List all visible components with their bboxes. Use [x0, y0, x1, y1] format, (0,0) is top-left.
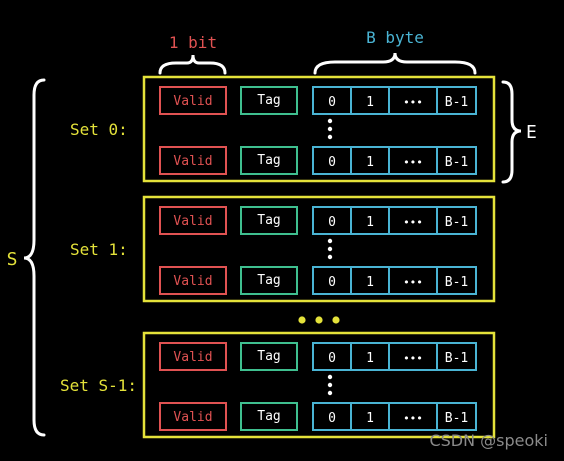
- tag-label: Tag: [257, 153, 280, 168]
- tag-box: [240, 146, 298, 175]
- set-box: [142, 75, 496, 183]
- bit-label: 1 bit: [169, 33, 217, 52]
- more-lines-ellipsis: [327, 118, 333, 140]
- s-brace: [23, 78, 46, 437]
- block-byte-cell: [436, 206, 477, 235]
- block-byte-label: •••: [403, 276, 423, 289]
- set-box: [142, 195, 496, 303]
- byte-label: B byte: [366, 28, 424, 47]
- tag-box: [240, 342, 298, 371]
- e-brace: [501, 80, 522, 184]
- block-byte-label: 1: [366, 351, 374, 366]
- tag-label: Tag: [257, 93, 280, 108]
- cache-line: Valid Tag 0 1 ••• B-1: [159, 146, 477, 175]
- block-byte-cell: [436, 342, 477, 371]
- block-byte-label: B-1: [445, 351, 468, 366]
- block-byte-label: 0: [328, 275, 336, 290]
- valid-label: Valid: [173, 350, 212, 365]
- block-byte-label: B-1: [445, 95, 468, 110]
- set-label: Set S-1:: [60, 376, 137, 395]
- more-lines-ellipsis: [327, 374, 333, 396]
- set-box: [142, 331, 496, 439]
- block-byte-label: 0: [328, 215, 336, 230]
- valid-box: [159, 146, 227, 175]
- block-byte-label: •••: [403, 352, 423, 365]
- block-byte-label: •••: [403, 96, 423, 109]
- block-byte-cell: [436, 146, 477, 175]
- block-byte-label: •••: [403, 412, 423, 425]
- cache-line: Valid Tag 0 1 ••• B-1: [159, 402, 477, 431]
- tag-label: Tag: [257, 349, 280, 364]
- tag-label: Tag: [257, 273, 280, 288]
- tag-box: [240, 206, 298, 235]
- block-byte-label: B-1: [445, 411, 468, 426]
- block-byte-label: 1: [366, 411, 374, 426]
- block-byte-label: B-1: [445, 275, 468, 290]
- tag-box: [240, 266, 298, 295]
- tag-label: Tag: [257, 409, 280, 424]
- block-byte-label: B-1: [445, 155, 468, 170]
- block-byte-label: •••: [403, 156, 423, 169]
- more-lines-ellipsis: [327, 238, 333, 260]
- byte-brace: [313, 52, 477, 75]
- block-byte-label: B-1: [445, 215, 468, 230]
- valid-box: [159, 86, 227, 115]
- block-byte-label: 1: [366, 95, 374, 110]
- block-byte-cell: [436, 266, 477, 295]
- block-byte-label: 1: [366, 215, 374, 230]
- s-label: S: [7, 249, 18, 270]
- block-byte-cell: [436, 402, 477, 431]
- valid-box: [159, 402, 227, 431]
- set-label: Set 1:: [70, 240, 128, 259]
- valid-box: [159, 206, 227, 235]
- block-byte-cell: [436, 86, 477, 115]
- e-label: E: [526, 122, 537, 143]
- block-byte-label: 0: [328, 155, 336, 170]
- tag-box: [240, 86, 298, 115]
- tag-label: Tag: [257, 213, 280, 228]
- cache-line: Valid Tag 0 1 ••• B-1: [159, 266, 477, 295]
- cache-line: Valid Tag 0 1 ••• B-1: [159, 342, 477, 371]
- block-byte-label: 0: [328, 351, 336, 366]
- set-label: Set 0:: [70, 120, 128, 139]
- watermark: CSDN @speoki: [429, 431, 548, 450]
- block-byte-label: 0: [328, 95, 336, 110]
- bit-brace: [158, 54, 227, 75]
- tag-box: [240, 402, 298, 431]
- valid-label: Valid: [173, 154, 212, 169]
- valid-label: Valid: [173, 94, 212, 109]
- block-byte-label: •••: [403, 216, 423, 229]
- valid-box: [159, 342, 227, 371]
- valid-box: [159, 266, 227, 295]
- cache-line: Valid Tag 0 1 ••• B-1: [159, 86, 477, 115]
- more-sets-ellipsis: [298, 316, 340, 324]
- valid-label: Valid: [173, 410, 212, 425]
- cache-line: Valid Tag 0 1 ••• B-1: [159, 206, 477, 235]
- block-byte-label: 0: [328, 411, 336, 426]
- valid-label: Valid: [173, 274, 212, 289]
- valid-label: Valid: [173, 214, 212, 229]
- block-byte-label: 1: [366, 275, 374, 290]
- block-byte-label: 1: [366, 155, 374, 170]
